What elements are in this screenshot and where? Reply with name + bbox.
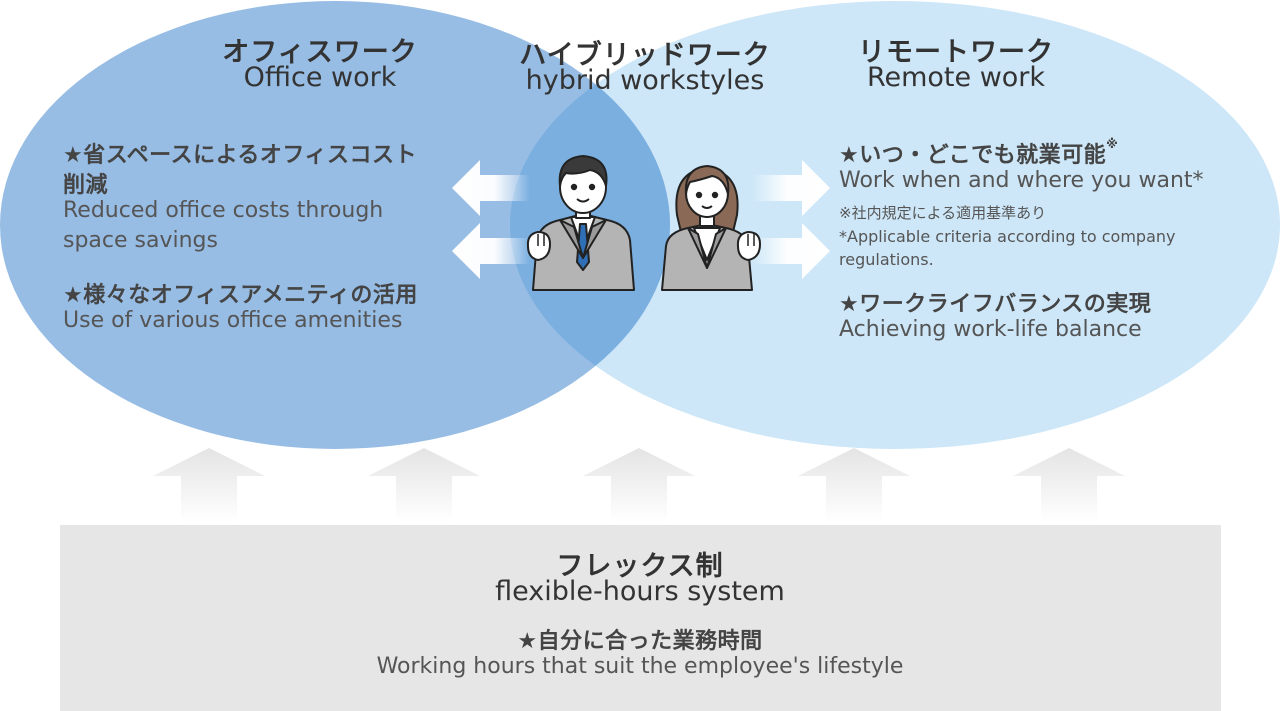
remote-item-1-jp-text: ★いつ・どこでも就業可能 [839,143,1107,168]
office-item-2-en: Use of various office amenities [63,308,403,333]
businessman-illustration [526,155,635,291]
remote-item-1-en: Work when and where you want* [839,168,1204,193]
up-arrow-icon [1013,448,1125,522]
left-arrows [452,160,530,279]
up-arrow-icon [798,448,910,522]
remote-item-2-jp: ★ワークライフバランスの実現 [839,292,1152,317]
remote-item-2-en: Achieving work-life balance [839,317,1142,342]
remote-note-en-line1: *Applicable criteria according to compan… [839,227,1176,246]
remote-item-1-jp: ★いつ・どこでも就業可能※ [839,137,1118,169]
left-arrow-icon [452,160,530,216]
businesswoman-illustration [661,165,761,291]
remote-title-jp: リモートワーク [858,37,1054,68]
remote-work-circle [510,1,1280,449]
hybrid-title-en: hybrid workstyles [525,65,765,96]
up-arrow-icon [368,448,480,522]
hybrid-title-jp: ハイブリッドワーク [519,40,771,71]
office-work-circle [0,1,670,449]
flex-item-jp: ★自分に合った業務時間 [517,629,763,654]
office-title-jp: オフィスワーク [222,37,418,68]
up-arrow-icon [153,448,265,522]
up-arrows [153,448,1125,522]
office-item-2-jp: ★様々なオフィスアメニティの活用 [63,283,418,308]
flex-title-en: flexible-hours system [495,576,785,607]
office-item-1-en-line1: Reduced office costs through [63,198,384,223]
office-item-1-en-line2: space savings [63,228,218,253]
flex-base-box [60,525,1221,711]
up-arrow-icon [583,448,695,522]
right-arrow-icon [752,160,830,216]
office-item-1-jp-line2: 削減 [63,173,109,198]
flex-title-jp: フレックス制 [556,551,724,582]
remote-note-jp: ※社内規定による適用基準あり [839,204,1047,222]
office-item-1-jp-line1: ★省スペースによるオフィスコスト [63,143,417,168]
office-title-en: Office work [243,62,397,93]
remote-note-en-line2: regulations. [839,250,934,269]
remote-item-1-mark: ※ [1106,137,1119,151]
left-arrow-icon [452,223,530,279]
right-arrows [752,160,830,279]
remote-title-en: Remote work [866,62,1046,93]
right-arrow-icon [752,223,830,279]
flex-item-en: Working hours that suit the employee's l… [376,654,904,679]
